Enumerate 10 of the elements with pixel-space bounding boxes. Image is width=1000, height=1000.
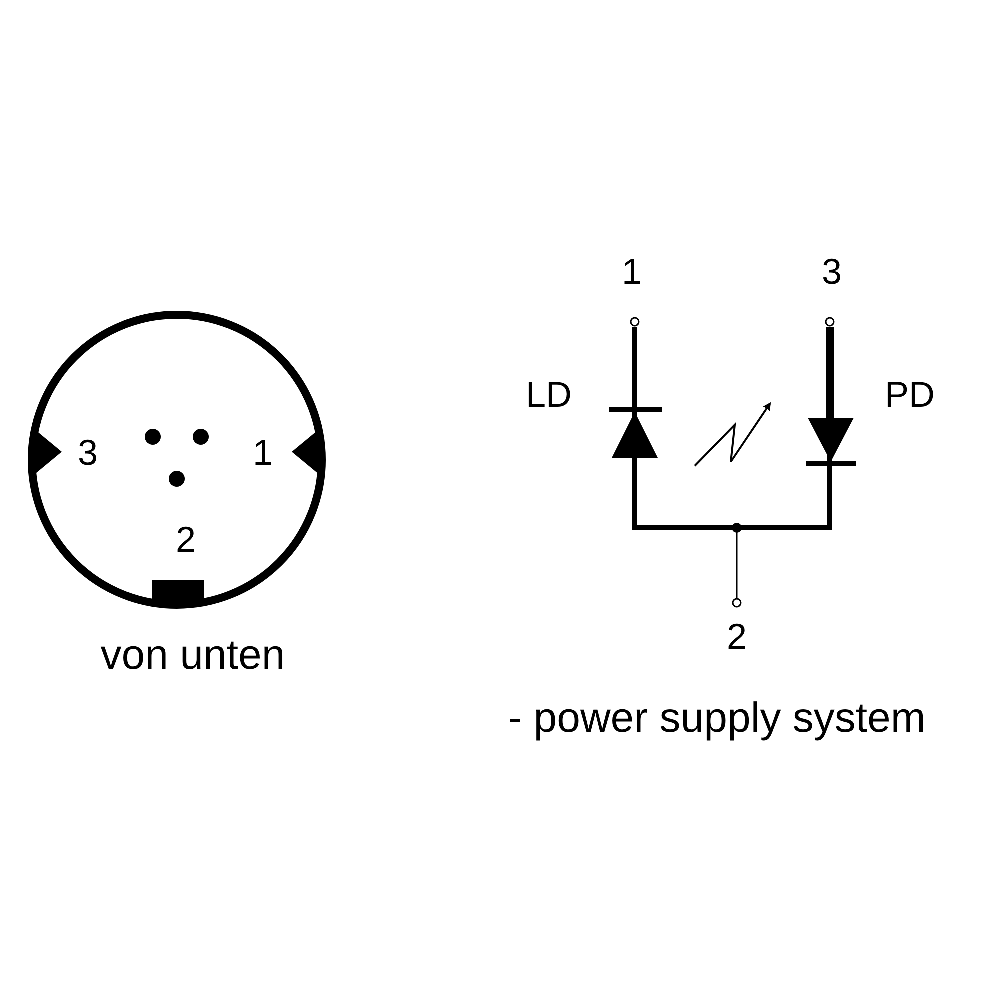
caption: - power supply system (508, 697, 926, 739)
terminal-number: 3 (822, 254, 842, 290)
pin-number: 1 (252, 435, 274, 471)
pin-number: 3 (78, 435, 98, 471)
pin-number: 2 (176, 522, 196, 558)
view-caption: von unten (100, 634, 286, 676)
component-label: PD (885, 377, 935, 413)
terminal-number: 2 (726, 619, 748, 655)
component-label: LD (526, 377, 572, 413)
terminal-number: 1 (622, 254, 642, 290)
